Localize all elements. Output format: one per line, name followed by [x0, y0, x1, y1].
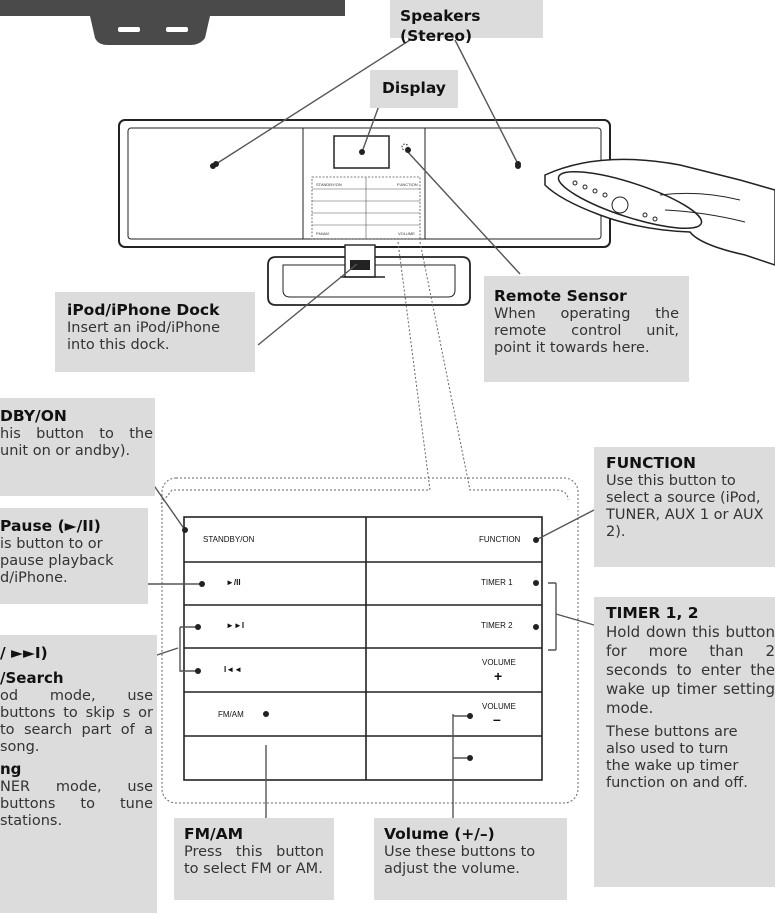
fmam-callout: FM/AM Press this button to select FM or …: [174, 818, 334, 900]
svg-text:VOLUME: VOLUME: [398, 231, 415, 236]
panel-play-label[interactable]: ►/II: [226, 578, 241, 587]
speakers-title: Speakers (Stereo): [400, 7, 481, 45]
panel-standby-label[interactable]: STANDBY/ON: [203, 535, 255, 544]
remote-sensor-callout: Remote Sensor When operating the remote …: [484, 276, 689, 382]
leader-dots: [182, 147, 539, 761]
timer-title: TIMER 1, 2: [606, 604, 699, 622]
function-callout: FUNCTION Use this button to select a sou…: [594, 447, 775, 567]
standby-title: DBY/ON: [0, 407, 67, 425]
skip-body-tuning: NER mode, use buttons to tune stations.: [0, 779, 153, 829]
panel-volume-up-sign[interactable]: +: [494, 668, 503, 684]
display-title: Display: [382, 79, 446, 97]
skip-body-search: od mode, use buttons to skip s or to sea…: [0, 688, 153, 755]
dock-title: iPod/iPhone Dock: [67, 301, 220, 319]
fmam-body: Press this button to select FM or AM.: [184, 844, 324, 877]
timer-callout: TIMER 1, 2 Hold down this button for mor…: [594, 597, 775, 887]
standby-body: his button to the unit on or andby).: [0, 426, 153, 459]
panel-timer1-label[interactable]: TIMER 1: [481, 578, 513, 587]
panel-volume-down-sign[interactable]: –: [493, 711, 501, 727]
dock-body: Insert an iPod/iPhone into this dock.: [67, 320, 221, 353]
skip-subtitle-search: /Search: [0, 669, 64, 687]
remote-sensor-title: Remote Sensor: [494, 287, 627, 305]
play-pause-callout: Pause (►/II) is button to or pause playb…: [0, 508, 148, 604]
panel-volume-up-label[interactable]: VOLUME: [482, 658, 516, 667]
hand-with-remote: [544, 158, 775, 266]
play-pause-body: is button to or pause playback d/iPhone.: [0, 536, 114, 586]
svg-text:FUNCTION: FUNCTION: [397, 182, 418, 187]
skip-subtitle-tuning: ng: [0, 760, 22, 778]
panel-timer2-label[interactable]: TIMER 2: [481, 621, 513, 630]
speakers-callout: Speakers (Stereo): [390, 0, 543, 45]
fmam-title: FM/AM: [184, 825, 244, 843]
standby-callout: DBY/ON his button to the unit on or andb…: [0, 398, 155, 496]
dock: [267, 244, 471, 306]
main-unit: STANDBY/ON FUNCTION VOLUME FM/AM: [118, 119, 611, 248]
panel-prev-label[interactable]: I◄◄: [224, 665, 243, 674]
remote-sensor-body: When operating the remote control unit, …: [494, 306, 679, 356]
dock-callout: iPod/iPhone Dock Insert an iPod/iPhone i…: [55, 292, 255, 372]
skip-callout: / ►►I) /Search od mode, use buttons to s…: [0, 635, 157, 913]
svg-text:FM/AM: FM/AM: [316, 231, 329, 236]
panel-volume-down-label[interactable]: VOLUME: [482, 702, 516, 711]
svg-text:STANDBY/ON: STANDBY/ON: [316, 182, 342, 187]
panel-next-label[interactable]: ►►I: [226, 621, 245, 630]
remote-unit-top: [0, 0, 345, 45]
volume-callout: Volume (+/–) Use these buttons to adjust…: [374, 818, 567, 900]
panel-fmam-label[interactable]: FM/AM: [218, 710, 244, 719]
timer-body-setting: Hold down this button for more than 2 se…: [606, 623, 775, 717]
skip-title: / ►►I): [0, 644, 48, 662]
display-callout: Display: [370, 70, 458, 108]
volume-title: Volume (+/–): [384, 825, 495, 843]
play-pause-title: Pause (►/II): [0, 517, 101, 535]
panel-function-label[interactable]: FUNCTION: [479, 535, 521, 544]
function-body: Use this button to select a source (iPod…: [606, 473, 764, 540]
volume-body: Use these buttons to adjust the volume.: [384, 844, 536, 877]
timer-body-onoff: These buttons are also used to turn the …: [606, 724, 748, 791]
zoom-lines: [159, 241, 579, 804]
function-title: FUNCTION: [606, 454, 697, 472]
button-panel: [183, 516, 543, 781]
